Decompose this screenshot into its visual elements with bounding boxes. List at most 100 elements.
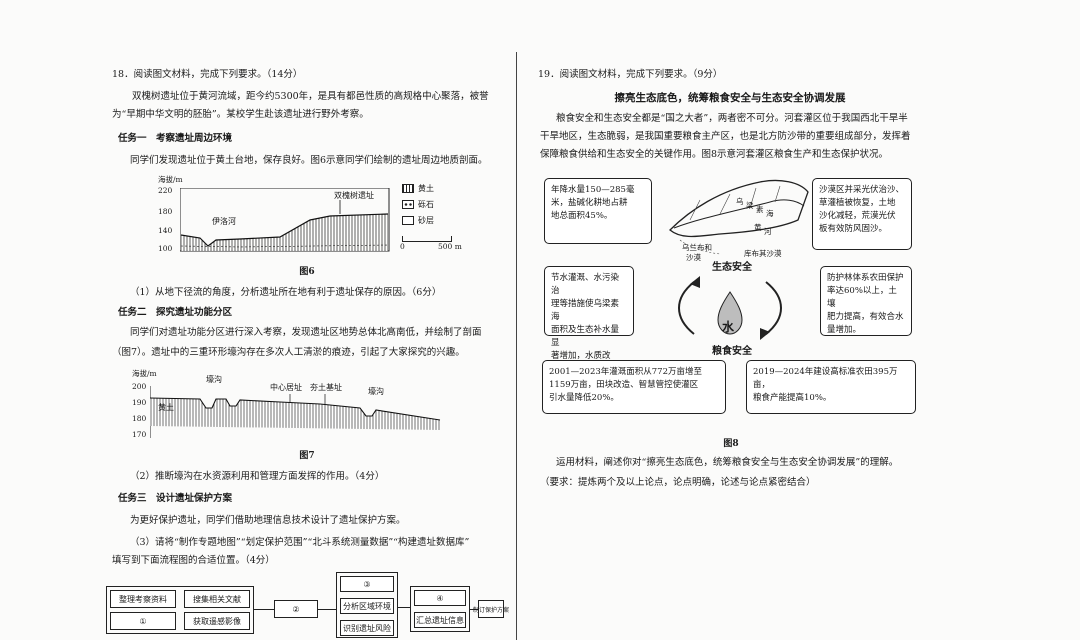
task1-title: 任务一 考察遗址周边环境 <box>118 133 233 144</box>
cycle-food-security: 粮食安全 <box>712 346 752 357</box>
legend-sand: 砂层 <box>402 214 434 226</box>
task2-text1: 同学们对遗址功能分区进行深入考察，发现遗址区地势总体北高南低，并绘制了剖面 <box>130 327 482 338</box>
gravel-swatch <box>402 199 414 209</box>
note-line: 肥力提高，有效合水 <box>827 312 904 322</box>
fig6-scale-start: 0 <box>400 242 405 251</box>
map-label-liang: 梁 <box>746 201 754 210</box>
note-line: 引水量降低20%。 <box>549 393 619 403</box>
q18-sub3-line1: （3）请将“制作专题地图”“划定保护范围”“北斗系统测量数据”“构建遗址数据库” <box>130 537 470 548</box>
fig6-tick: 100 <box>158 244 173 253</box>
q18-sub1: （1）从地下径流的角度，分析遗址所在地有利于遗址保存的原因。（6分） <box>130 287 442 298</box>
flow-group-right <box>410 586 470 632</box>
q19-intro: 19．阅读图文材料，完成下列要求。（9分） <box>538 69 723 80</box>
task3-title: 任务三 设计遗址保护方案 <box>118 493 233 504</box>
fig7-ylabel: 海拔/m <box>132 369 157 378</box>
fig7-label-rammed: 夯土基址 <box>310 383 342 392</box>
map-label-yellow: 黄 <box>754 223 762 232</box>
flow-group-middle <box>336 572 398 638</box>
flow-box-literature: 搜集相关文献 <box>184 590 250 608</box>
q19-para3: 保障粮食供给和生态安全的关键作用。图8示意河套灌区粮食生产和生态保护状况。 <box>540 149 889 160</box>
note-line: 沙化减轻，荒漠光伏 <box>819 211 896 221</box>
note-line: 率达60%以上，土壤 <box>827 286 897 309</box>
fig6-legend: 黄土 砾石 砂层 <box>402 182 434 226</box>
loess-swatch <box>402 183 414 193</box>
figure-6: 海拔/m 220 180 140 100 伊洛河 双槐树遗址 <box>158 174 498 253</box>
note-line: 量增加。 <box>827 325 862 335</box>
flow-group-left <box>106 586 254 634</box>
map-label-desert: 沙漠 <box>686 253 701 262</box>
fig7-label-moat-1: 壕沟 <box>206 375 222 384</box>
q18-para2: 为“早期中华文明的胚胎”。某校学生赴该遗址进行野外考察。 <box>112 109 369 120</box>
security-cycle <box>678 276 782 340</box>
cycle-water: 水 <box>722 320 735 334</box>
flow-box-plan: 制订保护方案 <box>473 600 509 618</box>
note-line: 1159万亩，田块改造、智慧管控使灌区 <box>549 380 699 390</box>
flow-arrow <box>398 607 410 608</box>
legend-loess-label: 黄土 <box>418 183 434 193</box>
flowchart: 整理考察资料 搜集相关文献 ① 获取遥感影像 ② ③ 分析区域环境 识别遗址风险… <box>106 572 509 640</box>
fig6-river-label: 伊洛河 <box>212 217 236 226</box>
sand-swatch <box>402 215 414 225</box>
note-water-saving: 节水灌溉、水污染治 理等措施使乌梁素海 面积及生态补水量显 著增加，水质改善。 <box>544 266 634 374</box>
map-label-ulanbuh: 乌兰布和 <box>682 243 712 252</box>
fig6-ylabel: 海拔/m <box>158 175 183 184</box>
fig6-site-label: 双槐树遗址 <box>334 191 374 200</box>
q18-sub2: （2）推断壕沟在水资源利用和管理方面发挥的作用。（4分） <box>130 471 385 482</box>
note-shelterbelt: 防护林体系农田保护 率达60%以上，土壤 肥力提高，有效合水 量增加。 <box>820 266 912 336</box>
note-line: 板有效防风固沙。 <box>819 224 888 234</box>
flow-box-blank-4: ④ <box>414 590 466 606</box>
flow-box-summarize: 汇总遗址信息 <box>414 612 466 628</box>
legend-gravel: 砾石 <box>402 198 434 210</box>
note-line: 粮食产能提高10%。 <box>753 393 832 403</box>
note-line: 年降水量150—285毫 <box>551 185 635 195</box>
flow-box-analyze-region: 分析区域环境 <box>340 598 394 614</box>
q18-intro: 18．阅读图文材料，完成下列要求。（14分） <box>112 69 303 80</box>
q18-sub3-line2: 填写到下面流程图的合适位置。（4分） <box>112 555 275 566</box>
q19-title: 擦亮生态底色，统筹粮食安全与生态安全协调发展 <box>614 92 846 104</box>
legend-gravel-label: 砾石 <box>418 199 434 209</box>
task1-text: 同学们发现遗址位于黄土台地，保存良好。图6示意同学们绘制的遗址周边地质剖面。 <box>130 155 488 166</box>
fig7-profile <box>150 386 441 438</box>
q19-question: 运用材料，阐述你对“擦亮生态底色，统筹粮食安全与生态安全协调发展”的理解。 <box>556 457 899 468</box>
fig7-tick: 180 <box>132 414 147 423</box>
map-label-wu: 乌 <box>736 197 744 206</box>
legend-sand-label: 砂层 <box>418 215 434 225</box>
fig6-tick: 220 <box>158 186 173 195</box>
note-line: 米，盐碱化耕地占耕 <box>551 198 628 208</box>
note-line: 2019—2024年建设高标准农田395万亩， <box>753 367 898 390</box>
note-line: 理等措施使乌梁素海 <box>551 299 620 322</box>
fig6-scale-end: 500 m <box>438 242 462 251</box>
flow-arrow <box>318 609 336 610</box>
note-line: 草灌植被恢复，土地 <box>819 198 896 208</box>
fig7-label-center: 中心居址 <box>270 383 302 392</box>
q19-para1: 粮食安全和生态安全都是“国之大者”，两者密不可分。河套灌区位于我国西北干旱半 <box>556 113 908 124</box>
legend-loess: 黄土 <box>402 182 434 194</box>
fig7-label-loess: 黄土 <box>158 403 174 412</box>
flow-box-blank-2: ② <box>274 600 318 618</box>
flow-arrow <box>470 609 478 610</box>
task2-title: 任务二 探究遗址功能分区 <box>118 307 233 318</box>
fig7-caption: 图7 <box>299 451 315 461</box>
note-desert-control: 沙漠区并采光伏治沙、 草灌植被恢复，土地 沙化减轻，荒漠光伏 板有效防风固沙。 <box>812 178 912 250</box>
map-label-hai: 海 <box>766 209 774 218</box>
note-line: 沙漠区并采光伏治沙、 <box>819 185 905 195</box>
fig8-caption: 图8 <box>723 439 739 449</box>
fig7-tick: 170 <box>132 430 147 439</box>
flow-box-blank-3: ③ <box>340 576 394 592</box>
map-label-river: 河 <box>764 227 772 236</box>
fig6-profile <box>180 188 390 252</box>
fig7-label-moat-2: 壕沟 <box>368 387 384 396</box>
note-line: 节水灌溉、水污染治 <box>551 273 620 296</box>
note-line: 2001—2023年灌溉面积从772万亩增至 <box>549 367 702 377</box>
flow-box-remote-sensing: 获取遥感影像 <box>184 612 250 630</box>
flow-box-identify-risk: 识别遗址风险 <box>340 620 394 636</box>
note-irrigation-area: 2001—2023年灌溉面积从772万亩增至 1159万亩，田块改造、智慧管控使… <box>542 360 726 414</box>
task2-text2: （图7）。遗址中的三重环形壕沟存在多次人工清淤的痕迹，引起了大家探究的兴趣。 <box>112 347 465 358</box>
fig6-tick: 140 <box>158 226 173 235</box>
task3-text: 为更好保护遗址，同学们借助地理信息技术设计了遗址保护方案。 <box>130 515 406 526</box>
flow-box-blank-1: ① <box>110 612 176 630</box>
fig6-caption: 图6 <box>299 267 315 277</box>
map-label-kubuqi: 库布其沙漠 <box>744 249 782 258</box>
q19-para2: 干旱地区，生态脆弱，是我国重要粮食主产区，也是北方防沙带的重要组成部分，发挥着 <box>540 131 911 142</box>
fig6-scale-bar <box>402 236 452 242</box>
